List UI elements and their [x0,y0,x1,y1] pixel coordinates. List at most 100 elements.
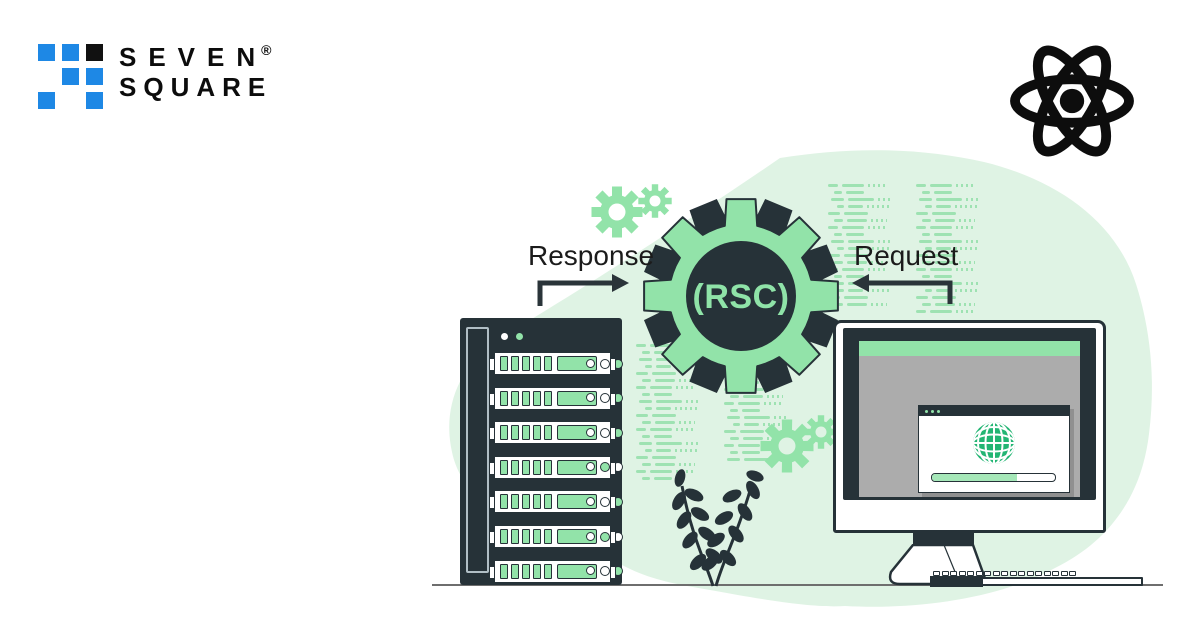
browser-window [918,405,1070,493]
logo-square-empty [62,92,79,109]
progress-bar [931,473,1056,482]
server-chip [511,425,519,441]
logo-square [38,44,55,61]
keyboard-key [950,571,957,576]
server-slot-bar [557,390,597,406]
monitor-hinge [913,533,974,546]
server-rack-icon [460,318,623,585]
server-chip [544,356,552,371]
status-led [613,358,623,369]
rsc-gear-label: (RSC) [693,278,790,316]
server-chip [511,529,519,544]
request-label: Request [854,240,959,271]
keyboard-key [1043,571,1051,576]
status-led [600,358,610,369]
status-led [600,427,610,438]
server-chip [544,494,552,510]
status-led [600,393,610,404]
status-led [613,427,623,438]
server-side-panel [466,327,489,573]
keyboard-key [958,571,966,576]
response-label: Response [528,240,655,271]
server-chip [511,494,519,510]
server-chip [500,390,508,406]
gear-center [686,241,796,351]
server-slot-bar [557,494,597,510]
logo-square [62,44,79,61]
window-dot [925,409,928,413]
server-chip [500,563,508,579]
server-chip [544,425,552,441]
server-chip [511,356,519,371]
gear-icon [638,184,672,218]
logo-square [62,68,79,85]
keyboard-key [1060,571,1068,576]
server-chip [533,425,541,441]
globe-icon [973,422,1015,464]
server-chip [500,494,508,510]
server-chip [500,425,508,441]
server-chip [533,494,541,510]
status-led [600,496,610,507]
status-led [600,566,610,577]
server-tray [489,385,623,411]
keyboard-dark-block [930,576,983,587]
server-chip [544,529,552,544]
server-chip [522,494,530,510]
server-chip [511,390,519,406]
keyboard-key [1018,571,1025,576]
server-chip [522,563,530,579]
logo-square [86,44,103,61]
keyboard-key [1052,571,1059,576]
registered-trademark-icon: ® [261,42,272,58]
server-chip [533,459,541,475]
server-chip [533,529,541,544]
brand-name-seven: SEVEN [119,42,268,72]
server-chip [522,356,530,371]
status-led [613,462,623,473]
gear-icon [591,186,643,238]
logo-square [86,92,103,109]
server-slot-bar [557,425,597,441]
server-chip [522,425,530,441]
keyboard-key [941,571,949,576]
react-logo-icon [1010,45,1134,157]
keyboard-key [984,571,991,576]
keyboard-key [1035,571,1042,576]
code-lines-decoration [724,360,792,465]
response-arrowhead [612,274,629,292]
status-led [613,531,623,542]
keyboard-key [967,571,974,576]
server-chip [533,356,541,371]
brand-name-square: SQUARE [119,72,273,102]
server-tray [489,524,623,549]
status-led [600,462,610,473]
server-tray [489,558,623,584]
window-dot [931,409,934,413]
status-led [613,393,623,404]
logo-grid [38,44,103,109]
status-led [613,496,623,507]
brand-logo: SEVEN® SQUARE [38,42,272,109]
ground-line [432,584,1163,586]
keyboard-key [975,571,983,576]
server-tray [489,420,623,446]
status-dot [516,333,523,340]
server-chip [533,390,541,406]
server-chip [511,459,519,475]
server-chip [511,563,519,579]
code-lines-decoration [636,344,704,484]
monitor-screen [859,341,1080,497]
keyboard-key [1069,571,1076,576]
screen-body [859,356,1080,497]
status-led [613,566,623,577]
server-slot-bar [557,459,597,475]
monitor-bezel [843,328,1096,500]
server-tray [489,454,623,480]
brand-name: SEVEN® SQUARE [119,42,272,109]
server-slot-bar [557,529,597,544]
keyboard-key [933,571,940,576]
window-dot [937,409,940,413]
keyboard-key [1026,571,1034,576]
